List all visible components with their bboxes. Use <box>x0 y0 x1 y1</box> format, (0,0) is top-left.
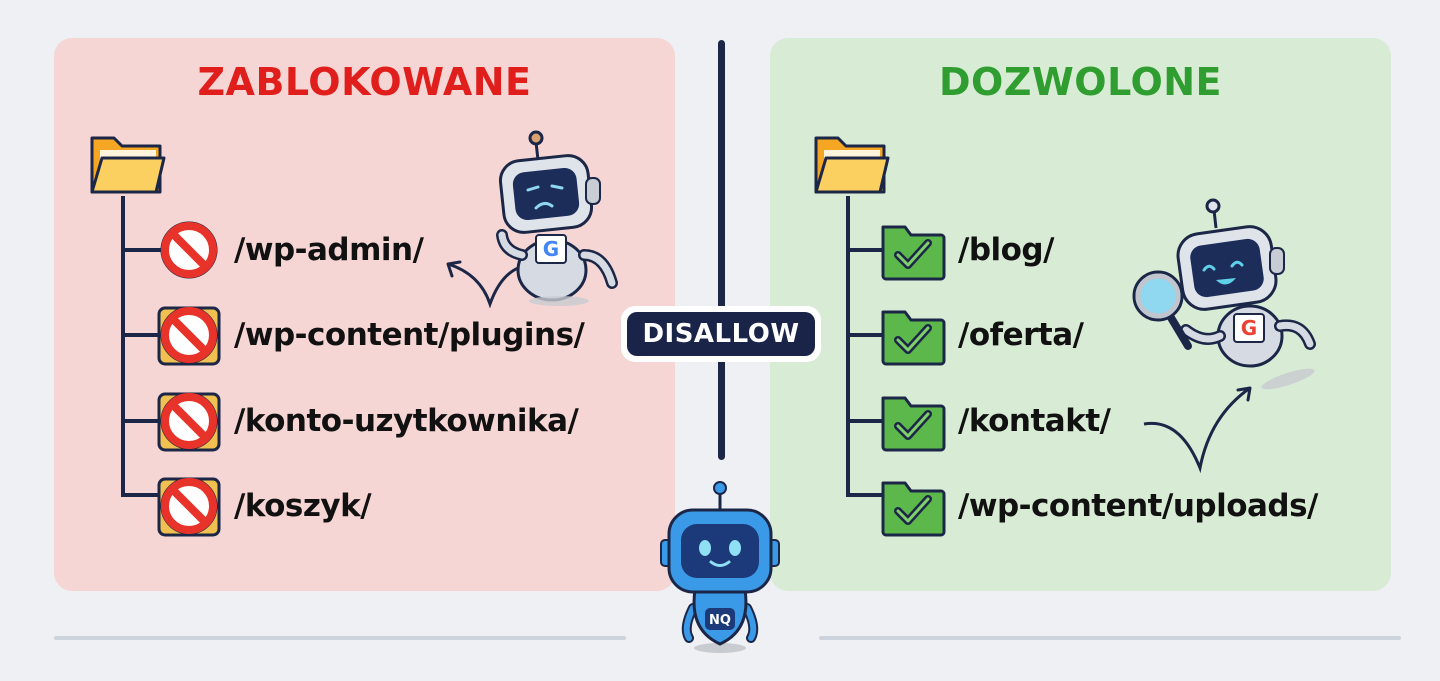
check-folder-icon <box>881 310 946 366</box>
left-baseline <box>54 636 626 640</box>
blocked-item: /wp-content/plugins/ <box>156 305 585 366</box>
allowed-title: DOZWOLONE <box>938 60 1223 104</box>
disallow-badge: DISALLOW <box>621 306 821 362</box>
svg-text:G: G <box>543 237 559 261</box>
check-folder-icon <box>881 481 946 537</box>
blocked-item-label: /wp-content/plugins/ <box>234 317 585 353</box>
disallow-label: DISALLOW <box>627 312 815 356</box>
allowed-item-label: /blog/ <box>958 232 1054 268</box>
jump-arrow-icon <box>1143 386 1252 474</box>
blocked-item: /wp-admin/ <box>156 220 424 280</box>
allowed-item-label: /oferta/ <box>958 317 1084 353</box>
allowed-item: /kontakt/ <box>880 391 1111 452</box>
allowed-item: /oferta/ <box>880 305 1084 366</box>
blocked-item-label: /konto-uzytkownika/ <box>234 403 579 439</box>
check-folder-icon <box>881 225 946 281</box>
root-folder-icon <box>90 136 166 194</box>
prohibited-icon <box>160 221 218 279</box>
svg-text:G: G <box>1241 316 1257 340</box>
center-divider <box>718 40 725 460</box>
prohibited-icon <box>157 477 221 537</box>
happy-robot-icon: G <box>1132 198 1316 368</box>
allowed-item: /blog/ <box>880 220 1054 281</box>
allowed-panel: DOZWOLONE /blog/ /oferta/ /kontakt/ <box>770 38 1391 591</box>
blocked-panel: ZABLOKOWANE /wp-admin/ /wp-content/plugi… <box>54 38 675 591</box>
check-folder-icon <box>881 396 946 452</box>
prohibited-icon <box>157 392 221 452</box>
bounce-arrow-icon <box>446 260 519 308</box>
nq-badge-label: NQ <box>709 613 731 628</box>
allowed-item: /wp-content/uploads/ <box>880 476 1318 537</box>
allowed-item-label: /wp-content/uploads/ <box>958 488 1318 524</box>
blocked-item-label: /koszyk/ <box>234 488 372 524</box>
blocked-item: /koszyk/ <box>156 476 372 537</box>
blocked-item: /konto-uzytkownika/ <box>156 391 579 452</box>
blocked-item-label: /wp-admin/ <box>234 232 424 268</box>
blocked-title: ZABLOKOWANE <box>197 60 532 104</box>
nq-mascot-robot-icon: NQ <box>660 481 780 653</box>
root-folder-icon <box>814 136 890 194</box>
allowed-item-label: /kontakt/ <box>958 403 1111 439</box>
right-baseline <box>819 636 1401 640</box>
prohibited-icon <box>157 306 221 366</box>
